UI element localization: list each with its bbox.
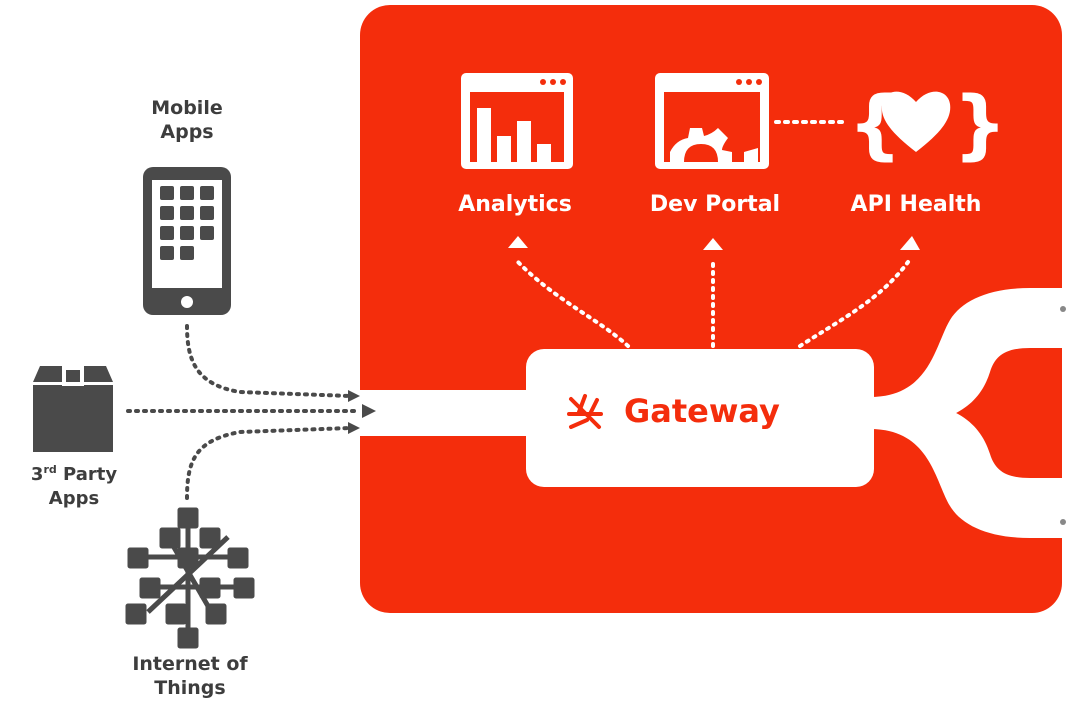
mobile-apps-label-line2: Apps (160, 121, 214, 143)
service-arrowheads (508, 236, 920, 250)
gateway-box (526, 349, 874, 487)
third-party-prefix: 3 (30, 464, 44, 485)
sources-to-gateway-arrows (126, 324, 362, 500)
phone-icon (143, 167, 231, 315)
api-health-label: API Health (850, 192, 982, 217)
third-party-rest: Party (56, 464, 118, 485)
api-health-icon: { } (848, 79, 1007, 168)
third-party-sup: rd (43, 463, 57, 476)
mobile-apps-label: Mobile Apps (130, 96, 244, 144)
svg-text:}: } (953, 79, 1007, 168)
endpoint-dot-top (1060, 306, 1066, 312)
analytics-label: Analytics (458, 192, 572, 217)
outbound-branch-bottom (870, 398, 1076, 538)
iot-label-line1: Internet of (132, 653, 248, 675)
third-party-apps-label-line1: 3rd Party (18, 458, 130, 487)
bar-chart-icon (461, 73, 573, 169)
iot-label: Internet of Things (110, 652, 270, 700)
network-icon (125, 507, 255, 649)
gateway-label: Gateway (624, 392, 780, 430)
package-icon (33, 366, 113, 452)
third-party-apps-label-line2: Apps (48, 488, 100, 509)
gateway-logo-icon (567, 394, 603, 429)
mobile-apps-label-line1: Mobile (151, 97, 223, 119)
source-arrowheads (348, 390, 376, 434)
inbound-band (346, 390, 536, 436)
third-party-apps-label: 3rd Party Apps (18, 458, 130, 511)
dev-portal-label: Dev Portal (649, 192, 781, 217)
iot-label-line2: Things (154, 677, 226, 699)
gateway-to-services-arrows (516, 260, 910, 348)
endpoint-dot-bottom (1060, 519, 1066, 525)
outbound-branch-top (870, 288, 1076, 428)
dev-portal-icon (655, 73, 769, 169)
